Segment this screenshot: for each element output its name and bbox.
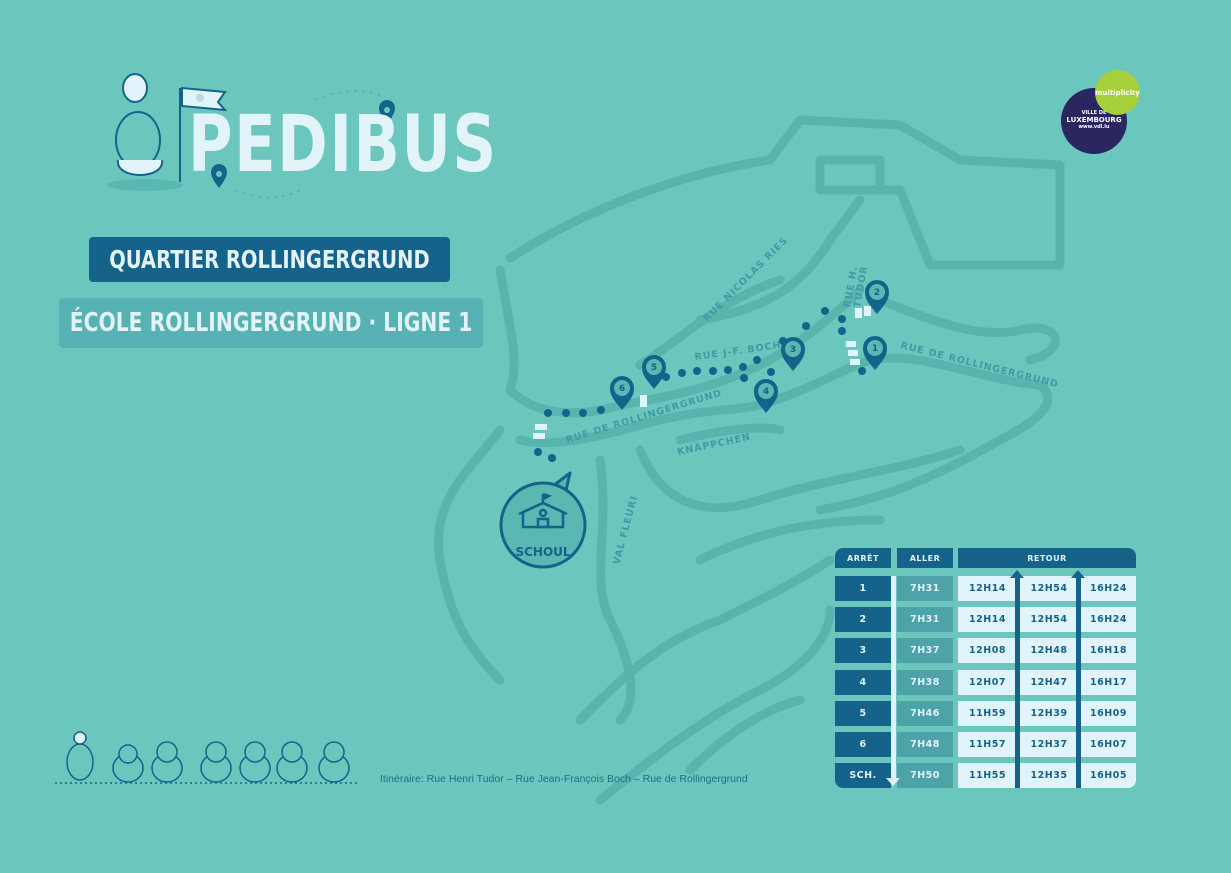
vdl-url: www.vdl.lu	[1078, 124, 1110, 130]
svg-text:3: 3	[790, 345, 796, 355]
luxembourg-label: LUXEMBOURG	[1066, 116, 1122, 124]
retour-time-cell: 12H39	[1019, 700, 1079, 726]
stop-pin-5[interactable]: 5	[642, 355, 666, 389]
stop-pin-6[interactable]: 6	[610, 376, 634, 410]
retour-time-cell: 16H18	[1081, 638, 1136, 664]
svg-text:2: 2	[874, 288, 880, 298]
retour-time-cell: 16H17	[1081, 669, 1136, 695]
stop-pin-3[interactable]: 3	[781, 337, 805, 371]
street-label-val-fleuri: VAL FLEURI	[611, 494, 640, 565]
stop-cell: 4	[835, 669, 891, 695]
svg-text:6: 6	[619, 384, 625, 394]
header-stop: ARRÊT	[835, 548, 891, 568]
aller-time-cell: 7H31	[897, 576, 953, 601]
retour-time-cell: 12H37	[1019, 732, 1079, 757]
itinerary-text: Itinéraire: Rue Henri Tudor – Rue Jean-F…	[380, 773, 748, 785]
retour-direction-arrow-2	[1071, 570, 1085, 788]
ecole-title: ÉCOLE ROLLINGERGRUND · LIGNE 1	[59, 298, 483, 348]
header-aller: ALLER	[897, 548, 953, 568]
retour-time-cell: 16H07	[1081, 732, 1136, 757]
aller-time-cell: 7H31	[897, 607, 953, 633]
retour-time-cell: 11H57	[958, 732, 1017, 757]
stop-cell: 5	[835, 700, 891, 726]
retour-direction-arrow-1	[1010, 570, 1024, 788]
retour-time-cell: 12H48	[1019, 638, 1079, 664]
svg-text:5: 5	[651, 363, 657, 373]
header-retour: RETOUR	[958, 548, 1136, 568]
school-building-icon	[518, 492, 568, 529]
stop-pins: 1 2 3 4 5 6	[610, 280, 889, 413]
school-marker[interactable]: SCHOUL	[499, 471, 587, 569]
multiplicity-logo: multiplicity	[1095, 70, 1140, 115]
stop-cell: 1	[835, 576, 891, 601]
quartier-title-text: QUARTIER ROLLINGERGRUND	[109, 245, 430, 274]
stop-pin-4[interactable]: 4	[754, 379, 778, 413]
retour-time-cell: 12H54	[1019, 576, 1079, 601]
quartier-title: QUARTIER ROLLINGERGRUND	[89, 237, 450, 282]
stop-cell: 2	[835, 607, 891, 633]
ville-de-label: VILLE DE	[1081, 110, 1107, 116]
retour-time-cell: 16H05	[1081, 763, 1136, 789]
svg-text:1: 1	[872, 344, 878, 354]
retour-time-cell: 16H24	[1081, 576, 1136, 601]
animal-characters	[55, 731, 360, 784]
aller-time-cell: 7H38	[897, 669, 953, 695]
stop-cell: 3	[835, 638, 891, 664]
stop-cell: SCH.	[835, 763, 891, 789]
pedibus-logo-decoration	[211, 90, 395, 199]
retour-time-cell: 12H08	[958, 638, 1017, 664]
retour-time-cell: 12H14	[958, 607, 1017, 633]
retour-time-cell: 12H35	[1019, 763, 1079, 789]
aller-time-cell: 7H46	[897, 700, 953, 726]
retour-time-cell: 12H14	[958, 576, 1017, 601]
retour-time-cell: 12H47	[1019, 669, 1079, 695]
stop-pin-1[interactable]: 1	[863, 336, 887, 370]
stop-pin-2[interactable]: 2	[865, 280, 889, 314]
retour-time-cell: 16H24	[1081, 607, 1136, 633]
aller-time-cell: 7H50	[897, 763, 953, 789]
retour-time-cell: 11H55	[958, 763, 1017, 789]
ecole-title-text: ÉCOLE ROLLINGERGRUND · LIGNE 1	[69, 308, 473, 338]
svg-text:4: 4	[763, 387, 769, 397]
retour-time-cell: 11H59	[958, 700, 1017, 726]
crosswalks	[533, 306, 871, 439]
aller-time-cell: 7H48	[897, 732, 953, 757]
route-dots	[534, 307, 866, 462]
pedibus-mascot	[107, 73, 228, 191]
stop-cell: 6	[835, 732, 891, 757]
retour-time-cell: 16H09	[1081, 700, 1136, 726]
aller-time-cell: 7H37	[897, 638, 953, 664]
multiplicity-label: multiplicity	[1095, 88, 1140, 97]
aller-direction-arrow	[886, 576, 900, 786]
pedibus-logo: PEDIBUS	[188, 100, 498, 190]
school-label: SCHOUL	[515, 545, 570, 559]
retour-time-cell: 12H07	[958, 669, 1017, 695]
retour-time-cell: 12H54	[1019, 607, 1079, 633]
